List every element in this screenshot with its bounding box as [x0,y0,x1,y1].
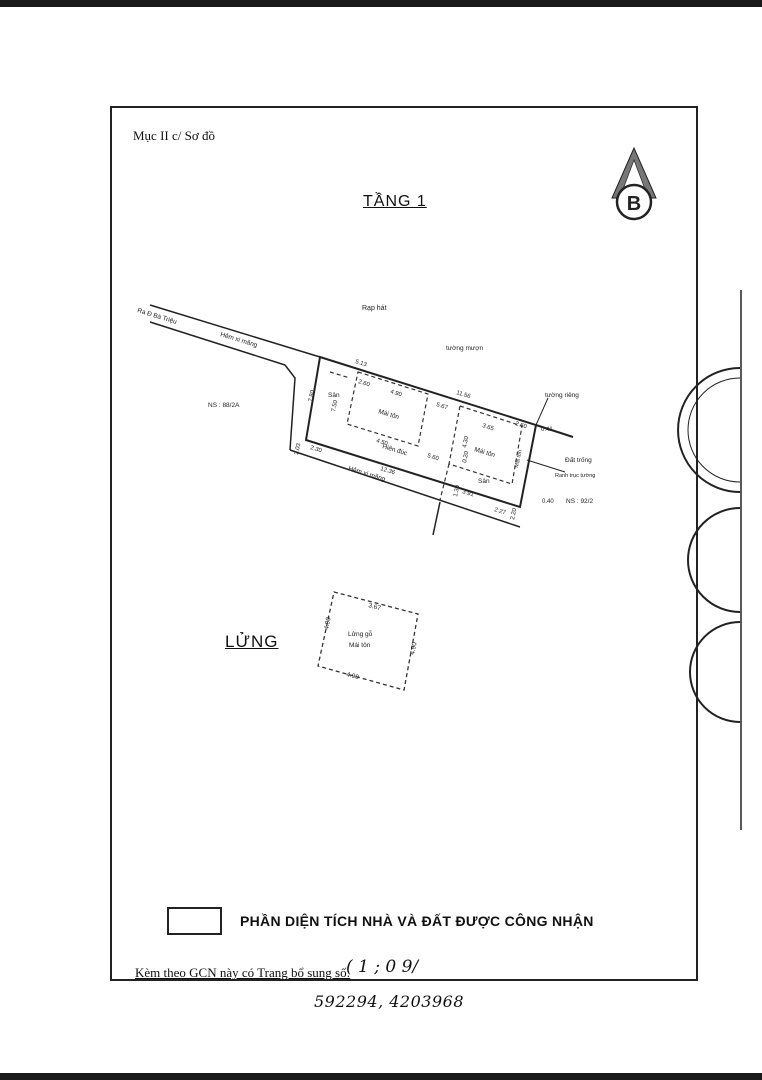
road-label: Ra Đ Bà Triệu [136,307,177,326]
dim-3-91: 3.91 [461,489,475,498]
dim-2-03: 2.03 [294,442,302,455]
north-letter: B [627,193,641,215]
dim-2-27: 2.27 [493,507,507,516]
north-arrow-icon: B [611,146,657,221]
dim-4-90: 4.90 [389,389,403,398]
san-2-label: Sân [478,478,490,485]
stamp-seal-2 [687,507,741,613]
dim-7-80: 7.80 [308,389,316,402]
dim-top-5-13: 5.13 [354,359,368,368]
dim-5-67: 5.67 [435,402,449,411]
handwritten-page-numbers: ( 1 ; 0 9/ [346,957,419,977]
san-1-divider [329,371,351,379]
handwritten-serial-numbers: 592294, 4203968 [314,992,465,1011]
legend-swatch [167,907,222,935]
dim-2-60b: 2.60 [514,421,528,430]
alley-left-edge [284,364,296,451]
legend-text: PHẦN DIỆN TÍCH NHÀ VÀ ĐẤT ĐƯỢC CÔNG NHẬN [240,913,594,929]
mai-ton-side-label: Mái tôn [514,450,524,469]
dim-5-60: 5.60 [426,453,440,462]
mezzanine-dim-bottom: 4.90 [345,671,359,681]
dim-0-41: 0.41 [541,427,553,433]
ns-left-label: NS : 88/2A [208,402,240,409]
mezzanine-label-2: Mái tôn [349,642,371,649]
mezzanine-dim-left: 4.90 [323,616,333,630]
building-2-lower [439,463,450,501]
dim-1-30: 1.30 [453,484,461,497]
stamp-seals [677,290,742,830]
mezzanine-dim-top: 3.67 [367,602,381,612]
mezzanine-title: LỬNG [225,632,279,651]
mezzanine-dim-right: 4.90 [409,641,419,655]
ranh-truc-tuong-label: Ranh trục tường [555,473,595,479]
dim-0-40: 0.40 [542,499,554,505]
tuong-rieng-leader [535,397,549,426]
scan-bottom-edge [0,1073,762,1080]
mai-ton-2-label: Mái tôn [473,446,496,459]
lot-outline [304,355,538,509]
document-frame [110,106,698,981]
dim-4-50: 4.50 [375,438,389,447]
mezzanine-label-1: Lửng gỗ [348,629,373,638]
dim-4-30: 4.30 [462,435,470,448]
lot-extension-line [535,424,574,438]
dim-2-20: 2.20 [510,507,518,520]
stamp-seal-1-inner [687,377,741,483]
axis-tick [432,501,441,536]
alley-bottom-line [289,449,521,528]
rap-hat-label: Rạp hát [362,305,387,312]
dat-trong-leader [526,459,566,473]
dim-3-65: 3.65 [481,423,495,432]
section-header: Mục II c/ Sơ đồ [133,128,215,143]
dat-trong-label: Đất trống [565,455,592,464]
dim-0-20: 0.20 [462,450,470,463]
building-1-outline [346,371,429,447]
floor-1-title: TẦNG 1 [363,193,427,210]
road-upper-line [149,304,321,358]
mezzanine-outline [317,591,419,691]
dim-7-50: 7.50 [331,399,339,412]
scan-top-edge [0,0,762,7]
footer-text: Kèm theo GCN này có Trang bổ sung số: [135,965,351,980]
dim-2-30: 2.30 [309,445,323,454]
dim-top-11-56: 11.56 [455,390,471,400]
mai-ton-1-label: Mái tôn [377,408,400,421]
road-lower-line [149,321,286,366]
stamp-seal-1 [677,367,741,493]
building-2-outline [448,405,523,485]
ns-right-label: NS : 92/2 [566,498,593,505]
stamp-seal-3 [689,621,741,723]
tuong-muon-label: tường mượn [446,345,483,352]
san-1-label: Sân [328,392,340,399]
dim-12-36: 12.36 [379,466,396,476]
tuong-rieng-label: tường riêng [545,392,579,399]
dim-2-60: 2.60 [357,379,371,388]
